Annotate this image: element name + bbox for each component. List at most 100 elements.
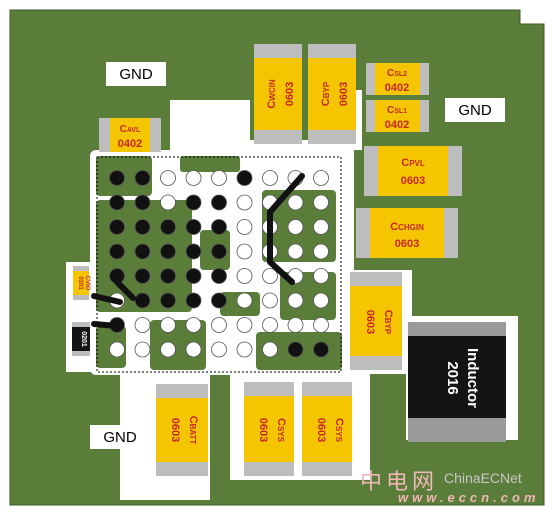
capacitor-cavl: CAVL 0402 xyxy=(99,118,161,152)
svg-text:0603: 0603 xyxy=(401,175,425,187)
svg-text:0603: 0603 xyxy=(169,418,181,442)
capacitor-cvio: 0201 CVIO xyxy=(73,266,90,300)
bga-ball-filled xyxy=(134,268,151,284)
svg-text:CWCIN: CWCIN xyxy=(266,79,278,109)
bga-ball-filled xyxy=(134,170,151,186)
watermark: 中电网 ChinaECNet www.eccn.com xyxy=(358,462,548,508)
inductor-2016: 2016 Inductor xyxy=(408,322,506,442)
bga-ball-filled xyxy=(185,268,202,284)
bga-ball-open xyxy=(236,292,253,309)
svg-text:CSL1: CSL1 xyxy=(387,105,407,116)
bga-ball-open xyxy=(236,317,253,333)
bga-ball-filled xyxy=(160,292,176,309)
bga-ball-filled xyxy=(134,292,151,309)
capacitor-cwcin: CWCIN 0603 xyxy=(254,44,302,144)
routed-traces xyxy=(91,173,305,329)
capacitor-cbyp-top: CBYP 0603 xyxy=(308,44,356,144)
bga-ball-open xyxy=(313,292,329,309)
svg-text:2016: 2016 xyxy=(444,361,461,394)
bga-ball-filled xyxy=(160,219,176,235)
watermark-en: ChinaECNet xyxy=(444,470,522,486)
bga-ball-open xyxy=(287,317,304,333)
svg-text:Inductor: Inductor xyxy=(464,348,481,408)
svg-text:CAVL: CAVL xyxy=(120,124,141,135)
bga-ball-open xyxy=(185,170,202,186)
capacitor-csl1: CSL1 0402 xyxy=(366,100,429,132)
bga-ball-open xyxy=(262,268,278,284)
gnd-label-top-left: GND xyxy=(106,62,166,86)
bga-ball-filled xyxy=(185,194,202,211)
bga-ball-open xyxy=(211,341,227,358)
bga-ball-open xyxy=(262,341,278,358)
bga-ball-open xyxy=(287,194,304,211)
svg-text:CBYP: CBYP xyxy=(382,310,394,335)
svg-text:CPVL: CPVL xyxy=(401,157,425,169)
capacitor-csys-1: 0603 CSYS xyxy=(244,382,294,476)
bga-ball-filled xyxy=(211,219,227,235)
bga-ball-open xyxy=(211,317,227,333)
bga-ball-filled xyxy=(134,194,151,211)
svg-text:0603: 0603 xyxy=(284,82,296,106)
bga-ball-open xyxy=(236,341,253,358)
bga-ball-filled xyxy=(236,170,253,186)
resistor-0201: 0201 xyxy=(72,322,90,356)
bga-ball-filled xyxy=(134,219,151,235)
bga-ball-open xyxy=(262,170,278,186)
bga-ball-open xyxy=(211,170,227,186)
bga-ball-open xyxy=(236,219,253,235)
bga-ball-open xyxy=(287,292,304,309)
bga-ball-open xyxy=(313,243,329,260)
capacitor-cbyp-right: 0603 CBYP xyxy=(350,272,402,370)
svg-text:GND: GND xyxy=(458,102,492,119)
bga-ball-filled xyxy=(211,194,227,211)
bga-ball-open xyxy=(313,194,329,211)
bga-ball-filled xyxy=(109,194,125,211)
ic-outline xyxy=(96,156,342,373)
svg-text:CBYP: CBYP xyxy=(320,81,332,106)
svg-text:0603: 0603 xyxy=(315,418,327,442)
bga-ball-open xyxy=(262,317,278,333)
bga-ball-open xyxy=(313,219,329,235)
watermark-cn: 中电网 xyxy=(360,470,439,495)
bga-ball-open xyxy=(236,194,253,211)
svg-text:CBATT: CBATT xyxy=(187,416,199,445)
svg-text:CCHGIN: CCHGIN xyxy=(390,221,424,233)
svg-text:GND: GND xyxy=(119,66,153,83)
bga-ball-filled xyxy=(160,268,176,284)
svg-text:0603: 0603 xyxy=(257,418,269,442)
svg-text:CSYS: CSYS xyxy=(275,418,287,443)
capacitor-cchgin: CCHGIN 0603 xyxy=(356,208,458,258)
svg-text:0402: 0402 xyxy=(118,138,142,150)
svg-text:GND: GND xyxy=(103,429,137,446)
bga-ball-open xyxy=(160,317,176,333)
svg-text:0603: 0603 xyxy=(364,310,376,334)
gnd-label-bottom-left: GND xyxy=(90,425,150,449)
bga-ball-open xyxy=(134,341,151,358)
svg-text:CSL2: CSL2 xyxy=(387,68,407,79)
bga-ball-open xyxy=(287,243,304,260)
bga-ball-open xyxy=(313,317,329,333)
bga-ball-open xyxy=(262,292,278,309)
bga-ball-filled xyxy=(211,268,227,284)
bga-ball-filled xyxy=(185,243,202,260)
bga-ball-filled xyxy=(185,292,202,309)
bga-ball-open xyxy=(134,317,151,333)
bga-ball-filled xyxy=(109,170,125,186)
bga-ball-open xyxy=(185,341,202,358)
bga-ball-open xyxy=(160,194,176,211)
bga-ball-open xyxy=(109,341,125,358)
bga-ball-filled xyxy=(109,219,125,235)
watermark-url: www.eccn.com xyxy=(398,490,540,505)
bga-ball-open xyxy=(287,219,304,235)
gnd-label-right: GND xyxy=(445,98,505,122)
bga-ball-filled xyxy=(109,243,125,260)
bga-ball-filled xyxy=(134,243,151,260)
svg-text:CVIO: CVIO xyxy=(84,276,90,291)
bga-ball-filled xyxy=(160,243,176,260)
bga-ball-open xyxy=(160,341,176,358)
bga-ball-open xyxy=(160,170,176,186)
bga-ball-open xyxy=(185,317,202,333)
svg-text:0402: 0402 xyxy=(385,82,409,94)
svg-text:CSYS: CSYS xyxy=(333,418,345,443)
